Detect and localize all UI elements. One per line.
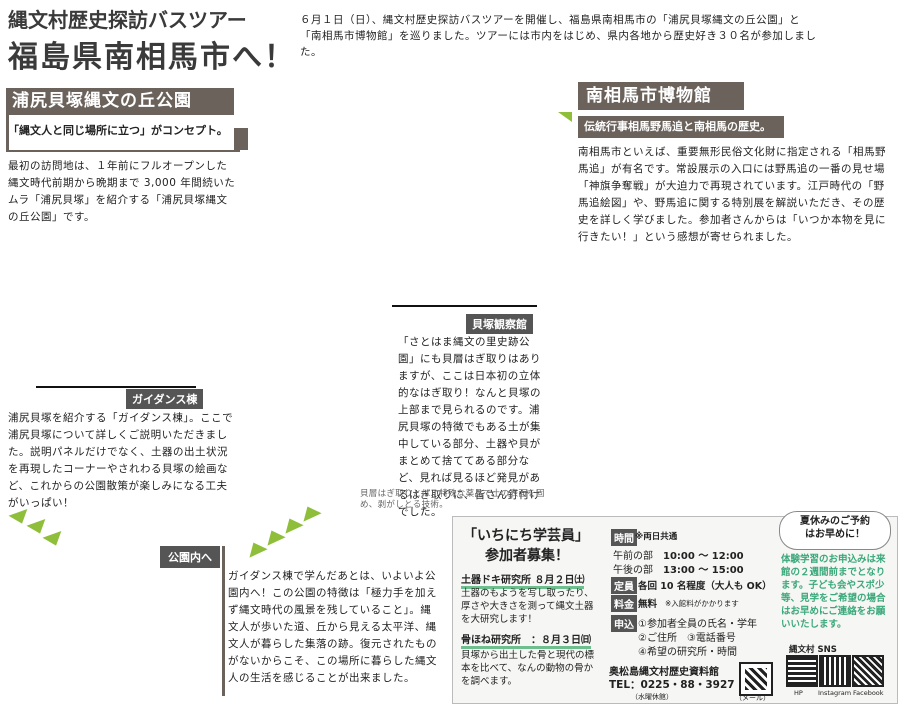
triangle-icon bbox=[262, 526, 286, 546]
divider bbox=[234, 128, 248, 150]
intro-text: ６月１日（日）、縄文村歴史探訪バスツアーを開催し、福島県南相馬市の「浦尻貝塚縄文… bbox=[300, 14, 817, 58]
triangle-icon bbox=[42, 530, 66, 550]
apply-3: ④希望の研究所・時間 bbox=[638, 647, 737, 658]
sns-hp: HP bbox=[794, 689, 803, 697]
page-title: 福島県南相馬市へ！ bbox=[8, 40, 296, 75]
section1-body: 最初の訪問地は、１年前にフルオープンした縄文時代前期から晩期まで 3,000 年… bbox=[8, 160, 236, 223]
hp-qr-icon[interactable] bbox=[786, 655, 818, 687]
cap-text: 各回 10 名程度（大人も OK） bbox=[638, 581, 772, 592]
lab1-body: 土器のもようを写し取ったり、厚さや大きさを測って縄文土器を大研究します！ bbox=[461, 588, 594, 625]
mail-qr-icon[interactable] bbox=[739, 662, 773, 696]
section1-concept: 「縄文人と同じ場所に立つ」がコンセプト。 bbox=[8, 124, 228, 137]
museum-name: 奥松島縄文村歴史資料館 bbox=[609, 667, 719, 678]
sns-facebook: Facebook bbox=[853, 689, 884, 697]
mail-label: （メール） bbox=[735, 694, 770, 702]
fee-note: ※入館料がかかります bbox=[665, 599, 739, 608]
pm-label: 午後の部 bbox=[613, 565, 653, 576]
divider bbox=[36, 386, 196, 388]
guidance-label: ガイダンス棟 bbox=[126, 389, 204, 409]
triangle-icon bbox=[558, 112, 572, 122]
lab1-title: 土器ドキ研究所 ８月２日㈯ bbox=[461, 571, 585, 589]
cap-tag: 定員 bbox=[611, 577, 637, 594]
shell-note: 貝層はぎ取りとは…特殊な薬品で土の表面を固め、剥がしとる技術。 bbox=[360, 489, 545, 510]
time-tag: 時間 bbox=[611, 529, 637, 546]
divider bbox=[6, 150, 240, 152]
page-subtitle: 縄文村歴史探訪バスツアー bbox=[8, 8, 247, 32]
apply-2: ②ご住所 ③電話番号 bbox=[638, 633, 736, 644]
bubble-line-1: 夏休みのご予約 bbox=[800, 516, 870, 527]
pm-time: 13:00 ～ 15:00 bbox=[663, 565, 744, 576]
lab2-body: 貝塚から出土した骨と現代の標本を比べて、なんの動物の骨かを調べます。 bbox=[461, 650, 595, 687]
triangle-icon bbox=[26, 518, 50, 538]
museum-subheading: 伝統行事相馬野馬追と南相馬の歴史。 bbox=[578, 116, 784, 138]
section1-heading: 浦尻貝塚縄文の丘公園 bbox=[6, 88, 234, 115]
museum-tel: TEL：0225・88・3927 bbox=[609, 679, 735, 691]
bubble-line-2: はお早めに！ bbox=[805, 529, 865, 540]
fee-text: 無料 bbox=[638, 599, 658, 610]
time-note: ※両日共通 bbox=[635, 532, 678, 542]
divider bbox=[392, 305, 537, 307]
notice-text: 体験学習のお申込みは来館の２週間前までとなります。子ども会やスポ少等、見学をご希… bbox=[781, 554, 886, 630]
park-label: 公園内へ bbox=[160, 546, 220, 568]
ad-title: 「いちにち学芸員」 bbox=[463, 528, 589, 544]
shell-label: 貝塚観察館 bbox=[466, 314, 533, 334]
divider bbox=[222, 546, 225, 696]
sns-title: 縄文村 SNS bbox=[789, 645, 837, 655]
facebook-qr-icon[interactable] bbox=[852, 655, 884, 687]
fee-tag: 料金 bbox=[611, 595, 637, 612]
lab2-title: 骨ほね研究所 ：８月３日㈰ bbox=[461, 631, 591, 649]
ad-title-2: 参加者募集！ bbox=[485, 548, 569, 564]
triangle-icon bbox=[244, 538, 268, 558]
notice-bubble: 夏休みのご予約 はお早めに！ bbox=[779, 511, 891, 550]
apply-tag: 申込 bbox=[611, 615, 637, 632]
shell-body: 「さとはま縄文の里史跡公園」にも貝層はぎ取りはありますが、ここは日本初の立体的な… bbox=[398, 336, 541, 518]
museum-heading: 南相馬市博物館 bbox=[578, 82, 744, 110]
triangle-icon bbox=[298, 502, 322, 522]
triangle-icon bbox=[280, 514, 304, 534]
am-label: 午前の部 bbox=[613, 551, 653, 562]
am-time: 10:00 ～ 12:00 bbox=[663, 551, 744, 562]
sns-instagram: Instagram bbox=[818, 689, 852, 697]
divider bbox=[6, 115, 9, 150]
park-body: ガイダンス棟で学んだあとは、いよいよ公園内へ！この公園の特徴は「極力手を加えず縄… bbox=[228, 570, 437, 684]
instagram-qr-icon[interactable] bbox=[819, 655, 851, 687]
closed-note: （水曜休館） bbox=[631, 693, 673, 701]
apply-1: ①参加者全員の氏名・学年 bbox=[638, 619, 757, 630]
museum-body: 南相馬市といえば、重要無形民俗文化財に指定される「相馬野馬追」が有名です。常設展… bbox=[578, 146, 886, 243]
shell-body-wrap: 「さとはま縄文の里史跡公園」にも貝層はぎ取りはありますが、ここは日本初の立体的な… bbox=[250, 334, 546, 518]
guidance-body: 浦尻貝塚を紹介する「ガイダンス棟」。ここで浦尻貝塚について詳しくご説明いただきま… bbox=[8, 412, 234, 509]
ad-box: 「いちにち学芸員」 参加者募集！ 土器ドキ研究所 ８月２日㈯ 土器のもようを写し… bbox=[452, 511, 898, 704]
